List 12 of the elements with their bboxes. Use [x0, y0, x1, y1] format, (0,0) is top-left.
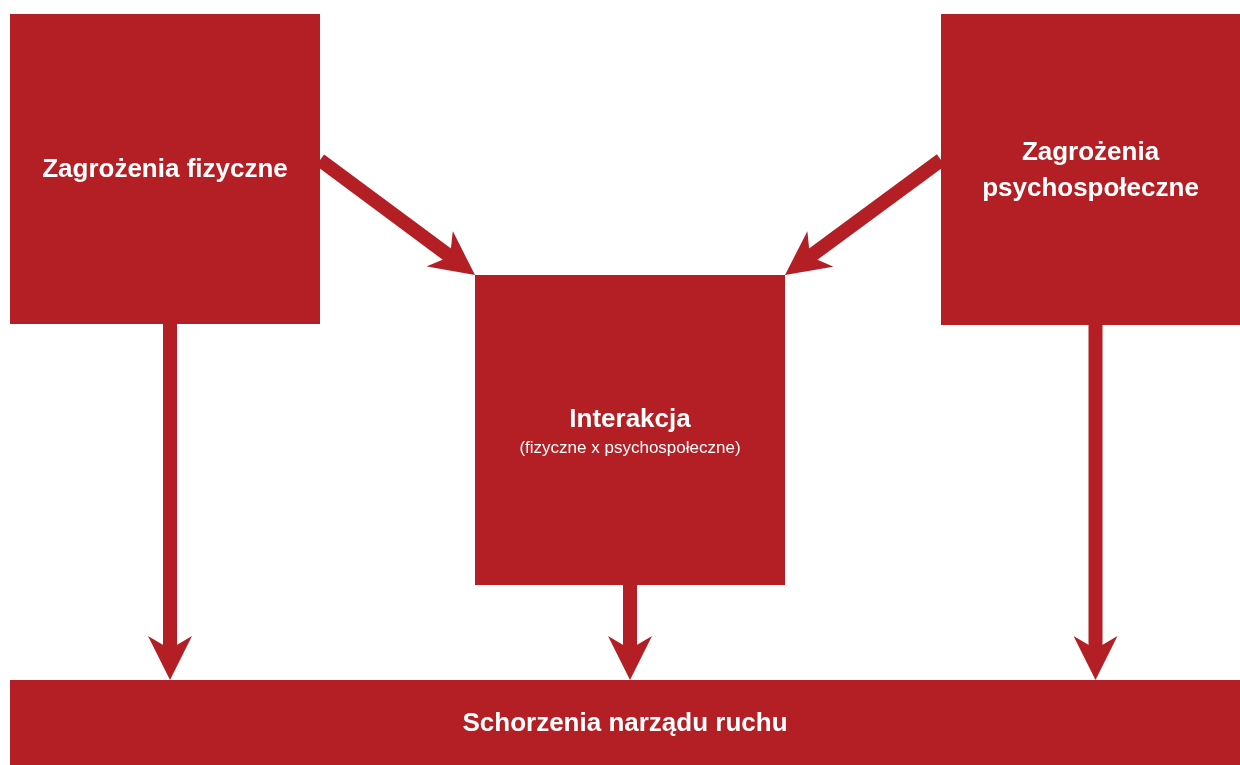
box-title: Zagrożenia fizyczne: [42, 152, 288, 186]
arrow: [1073, 325, 1118, 680]
box-title: Interakcja: [569, 402, 691, 436]
box-title: Schorzenia narządu ruchu: [462, 705, 788, 739]
process-box: [941, 14, 1240, 325]
outcome-bar: [10, 680, 1240, 765]
box-title: Zagrożenia psychospołeczne: [981, 135, 1200, 204]
box-subtitle: (fizyczne x psychospołeczne): [519, 436, 741, 459]
arrow: [608, 585, 652, 680]
process-box: [10, 14, 320, 324]
arrow: [148, 324, 192, 680]
process-box: [475, 275, 785, 585]
